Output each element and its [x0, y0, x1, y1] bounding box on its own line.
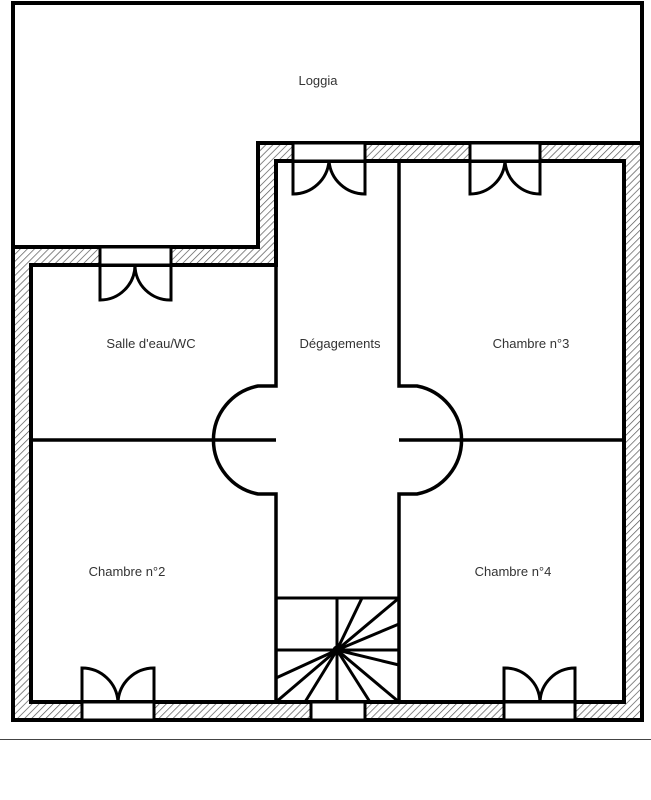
- door-icon: [80, 160, 577, 703]
- interior-walls: [31, 161, 624, 702]
- room-label-chambre-4: Chambre n°4: [474, 564, 552, 579]
- room-label-loggia: Loggia: [298, 73, 338, 88]
- door-openings: [80, 141, 577, 722]
- staircase: [274, 596, 401, 704]
- room-label-salle-eau: Salle d'eau/WC: [106, 336, 196, 351]
- divider: [0, 739, 651, 740]
- room-label-degagements: Dégagements: [299, 336, 381, 351]
- exterior-wall: [13, 143, 642, 720]
- loggia-outline: [11, 1, 644, 247]
- room-label-chambre-2: Chambre n°2: [88, 564, 166, 579]
- room-label-chambre-3: Chambre n°3: [492, 336, 570, 351]
